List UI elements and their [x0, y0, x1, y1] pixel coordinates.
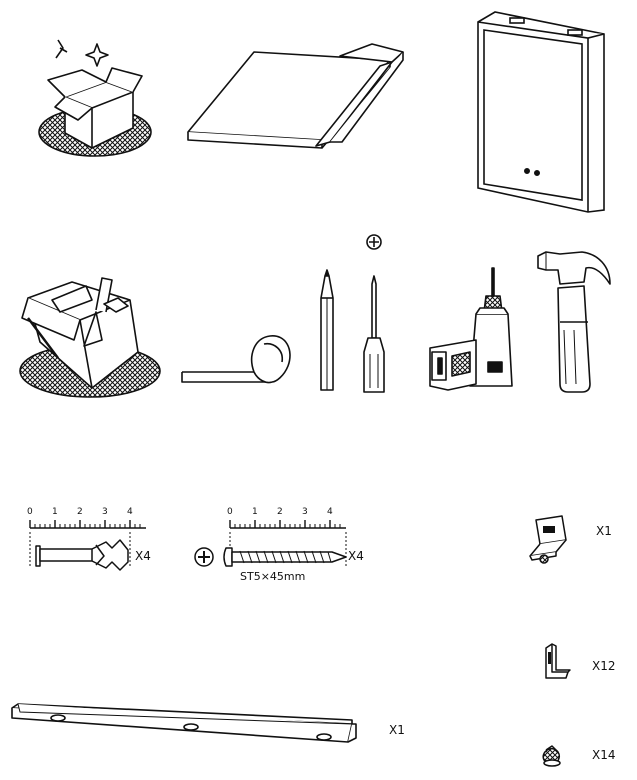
- wood-screw-icon: [223, 547, 347, 567]
- anchor-ruler-label: 1: [52, 507, 58, 517]
- screw-ruler-label: 4: [327, 507, 333, 517]
- screw-qty: X4: [348, 549, 364, 563]
- protective-board-icon: [187, 43, 404, 149]
- toolbox-icon: [19, 277, 161, 398]
- pencil-icon: [320, 269, 334, 391]
- anchor-qty: X4: [135, 549, 151, 563]
- screw-ruler-label: 2: [277, 507, 283, 517]
- anchor-ruler-label: 2: [77, 507, 83, 517]
- hammer-icon: [537, 251, 611, 393]
- drill-icon: [429, 267, 513, 391]
- screw-ruler-label: 3: [302, 507, 308, 517]
- cabinet-icon: [477, 11, 605, 213]
- anchor-ruler: [29, 520, 146, 568]
- anchor-ruler-label: 4: [127, 507, 133, 517]
- wall-hanger-icon: [529, 515, 567, 564]
- l-bracket-icon: [545, 643, 571, 679]
- rail-qty: X1: [389, 723, 405, 737]
- knob-icon: [542, 745, 561, 767]
- screwdriver-icon: [363, 234, 385, 393]
- unbox-icon: [38, 39, 152, 157]
- screw-spec: ST5×45mm: [240, 570, 306, 583]
- bracket-qty: X12: [592, 659, 616, 673]
- knob-qty: X14: [592, 748, 616, 762]
- mounting-rail-icon: [11, 703, 357, 743]
- anchor-ruler-label: 3: [102, 507, 108, 517]
- screw-ruler-label: 0: [227, 507, 233, 517]
- phillips-head-icon: [194, 547, 214, 567]
- tape-measure-icon: [181, 335, 291, 384]
- hanger-qty: X1: [596, 524, 612, 538]
- wall-anchor-icon: [35, 539, 129, 571]
- anchor-ruler-label: 0: [27, 507, 33, 517]
- screw-ruler-label: 1: [252, 507, 258, 517]
